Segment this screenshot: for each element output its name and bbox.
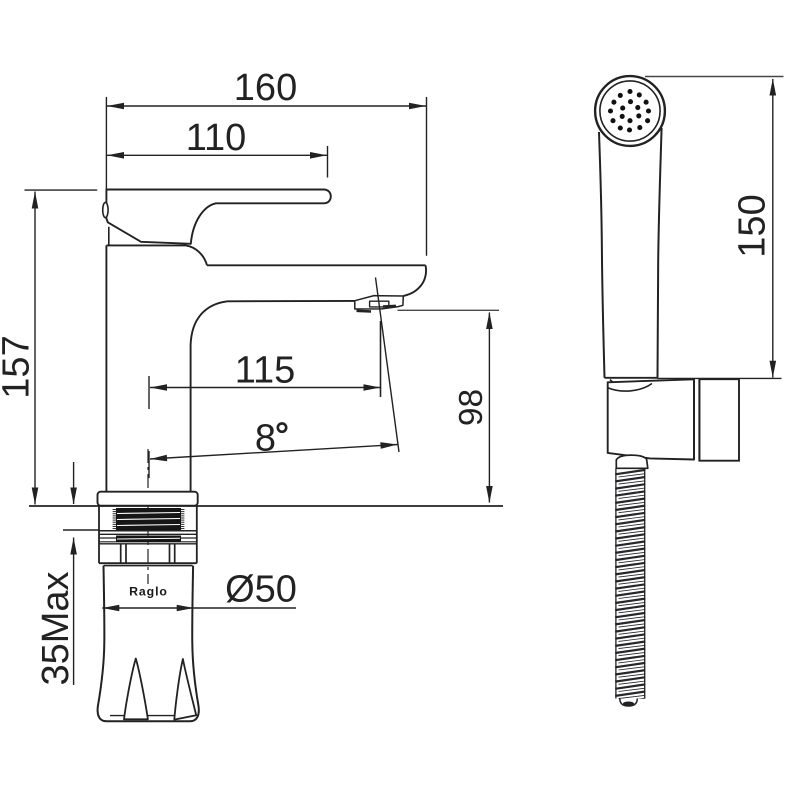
svg-text:110: 110 [186, 117, 247, 159]
svg-text:8: 8 [255, 418, 276, 460]
svg-text:150: 150 [732, 194, 774, 257]
svg-text:98: 98 [453, 389, 490, 426]
svg-text:Raglo: Raglo [129, 585, 168, 599]
svg-text:160: 160 [234, 67, 297, 109]
svg-text:157: 157 [0, 335, 38, 398]
svg-text:115: 115 [235, 350, 296, 392]
svg-text:Ø50: Ø50 [225, 569, 297, 611]
svg-text:35Max: 35Max [35, 571, 77, 685]
